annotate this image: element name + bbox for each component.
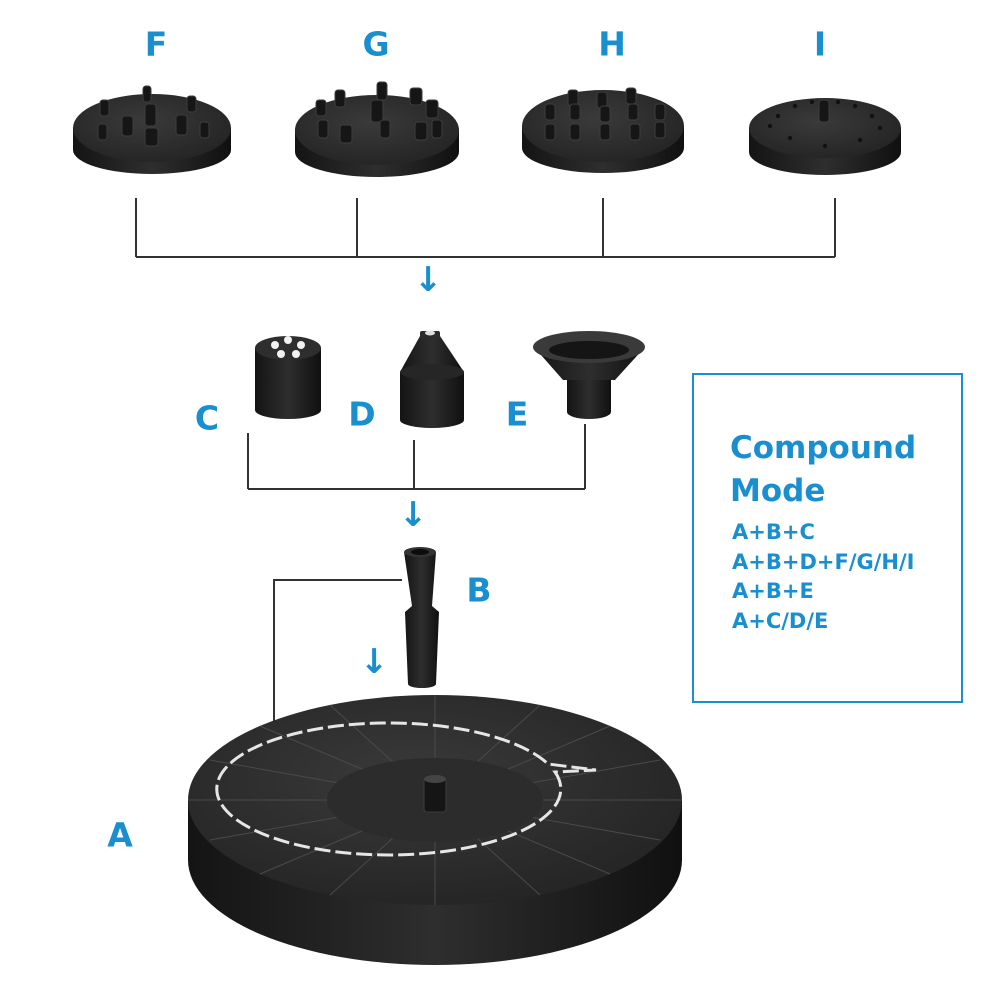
connector-top <box>135 198 836 258</box>
nozzle-d <box>400 330 464 428</box>
down-arrow-icon: ↓ <box>359 642 389 682</box>
down-arrow-icon: ↓ <box>413 260 443 300</box>
compound-mode-title: Compound Mode <box>730 430 917 509</box>
nozzle-head-h <box>522 87 684 173</box>
nozzle-head-f <box>73 85 231 174</box>
nozzle-c <box>255 336 321 419</box>
label-a: A <box>107 815 133 855</box>
compound-mode-list: A+B+C A+B+D+F/G/H/I A+B+E A+C/D/E <box>732 518 914 636</box>
label-h: H <box>598 24 626 64</box>
down-arrow-icon: ↓ <box>398 495 428 535</box>
label-f: F <box>144 24 168 64</box>
extension-tube-b <box>404 547 439 688</box>
connector-middle <box>247 424 586 490</box>
combo-item: A+C/D/E <box>732 608 829 633</box>
connector-bottom <box>273 579 402 726</box>
nozzle-head-g <box>295 81 459 177</box>
label-b: B <box>466 570 492 610</box>
label-i: I <box>813 24 827 64</box>
label-c: C <box>194 398 220 438</box>
combo-item: A+B+D+F/G/H/I <box>732 549 915 574</box>
label-d: D <box>348 394 376 434</box>
nozzle-e <box>533 331 645 419</box>
solar-panel-base-a <box>188 695 682 965</box>
label-e: E <box>505 394 529 434</box>
label-g: G <box>362 24 390 64</box>
combo-item: A+B+E <box>732 579 814 603</box>
nozzle-head-i <box>749 98 901 175</box>
compound-mode-box: Compound Mode A+B+C A+B+D+F/G/H/I A+B+E … <box>692 373 963 703</box>
combo-item: A+B+C <box>732 520 815 544</box>
